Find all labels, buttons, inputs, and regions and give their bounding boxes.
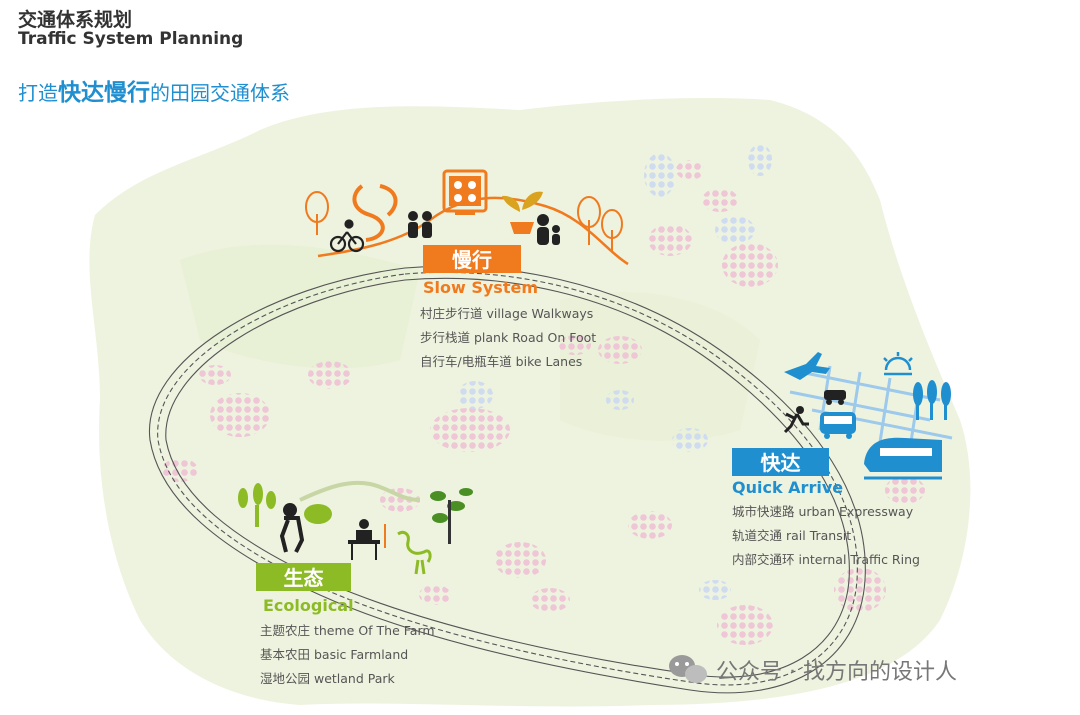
page-subtitle: Traffic System Planning — [18, 29, 244, 49]
slow-item: 步行栈道 plank Road On Foot — [420, 330, 597, 345]
plant-icon — [430, 488, 473, 544]
eco-item: 主题农庄 theme Of The Farm — [260, 623, 435, 638]
airplane-icon — [784, 352, 830, 380]
eco-item: 湿地公园 wetland Park — [260, 671, 395, 686]
quick-item: 轨道交通 rail Transit — [732, 528, 852, 543]
wheat-icon — [238, 483, 276, 527]
slow-item: 村庄步行道 village Walkways — [420, 306, 594, 321]
slogan: 打造快达慢行的田园交通体系 — [18, 73, 290, 107]
slogan-suffix: 的田园交通体系 — [150, 81, 290, 105]
quick-label: 快达 — [760, 451, 801, 475]
slow-title: Slow System — [423, 278, 538, 297]
slow-label-bg — [423, 245, 521, 273]
slogan-prefix: 打造 — [18, 81, 58, 105]
slow-hill-line — [317, 196, 629, 266]
trail-symbol — [352, 184, 398, 242]
car-icon — [824, 390, 846, 405]
village-patches — [162, 144, 925, 645]
heron-icon — [397, 530, 432, 575]
cyclist-icon — [329, 219, 365, 253]
eco-item: 基本农田 basic Farmland — [260, 647, 409, 662]
eco-label-bg — [256, 563, 351, 591]
quick-item: 内部交通环 internal Traffic Ring — [732, 552, 920, 567]
train-icon — [864, 437, 942, 480]
slogan-bold: 快达慢行 — [58, 80, 150, 106]
bus-icon — [820, 412, 856, 439]
family-icon — [537, 214, 560, 245]
crops-icon — [913, 380, 951, 420]
slow-item: 自行车/电瓶车道 bike Lanes — [420, 354, 583, 369]
eco-label: 生态 — [283, 566, 324, 590]
farmer-icon — [279, 503, 332, 553]
park-sign-icon — [442, 169, 488, 215]
slow-label: 慢行 — [452, 248, 492, 272]
quick-title: Quick Arrive — [732, 478, 844, 497]
quick-label-bg — [732, 448, 829, 476]
sun-icon — [883, 352, 913, 376]
runner-icon — [783, 406, 809, 434]
hills-icon — [299, 480, 421, 502]
wechat-icon — [669, 655, 707, 683]
reader-icon — [348, 519, 386, 560]
watermark: 公众号 · 找方向的设计人 — [716, 660, 957, 685]
quick-item: 城市快速路 urban Expressway — [732, 504, 914, 519]
tree-icon — [305, 191, 623, 252]
page-title: 交通体系规划 — [18, 9, 133, 31]
sprout-icon — [502, 191, 543, 234]
people-icon — [408, 211, 432, 238]
eco-title: Ecological — [263, 596, 354, 615]
